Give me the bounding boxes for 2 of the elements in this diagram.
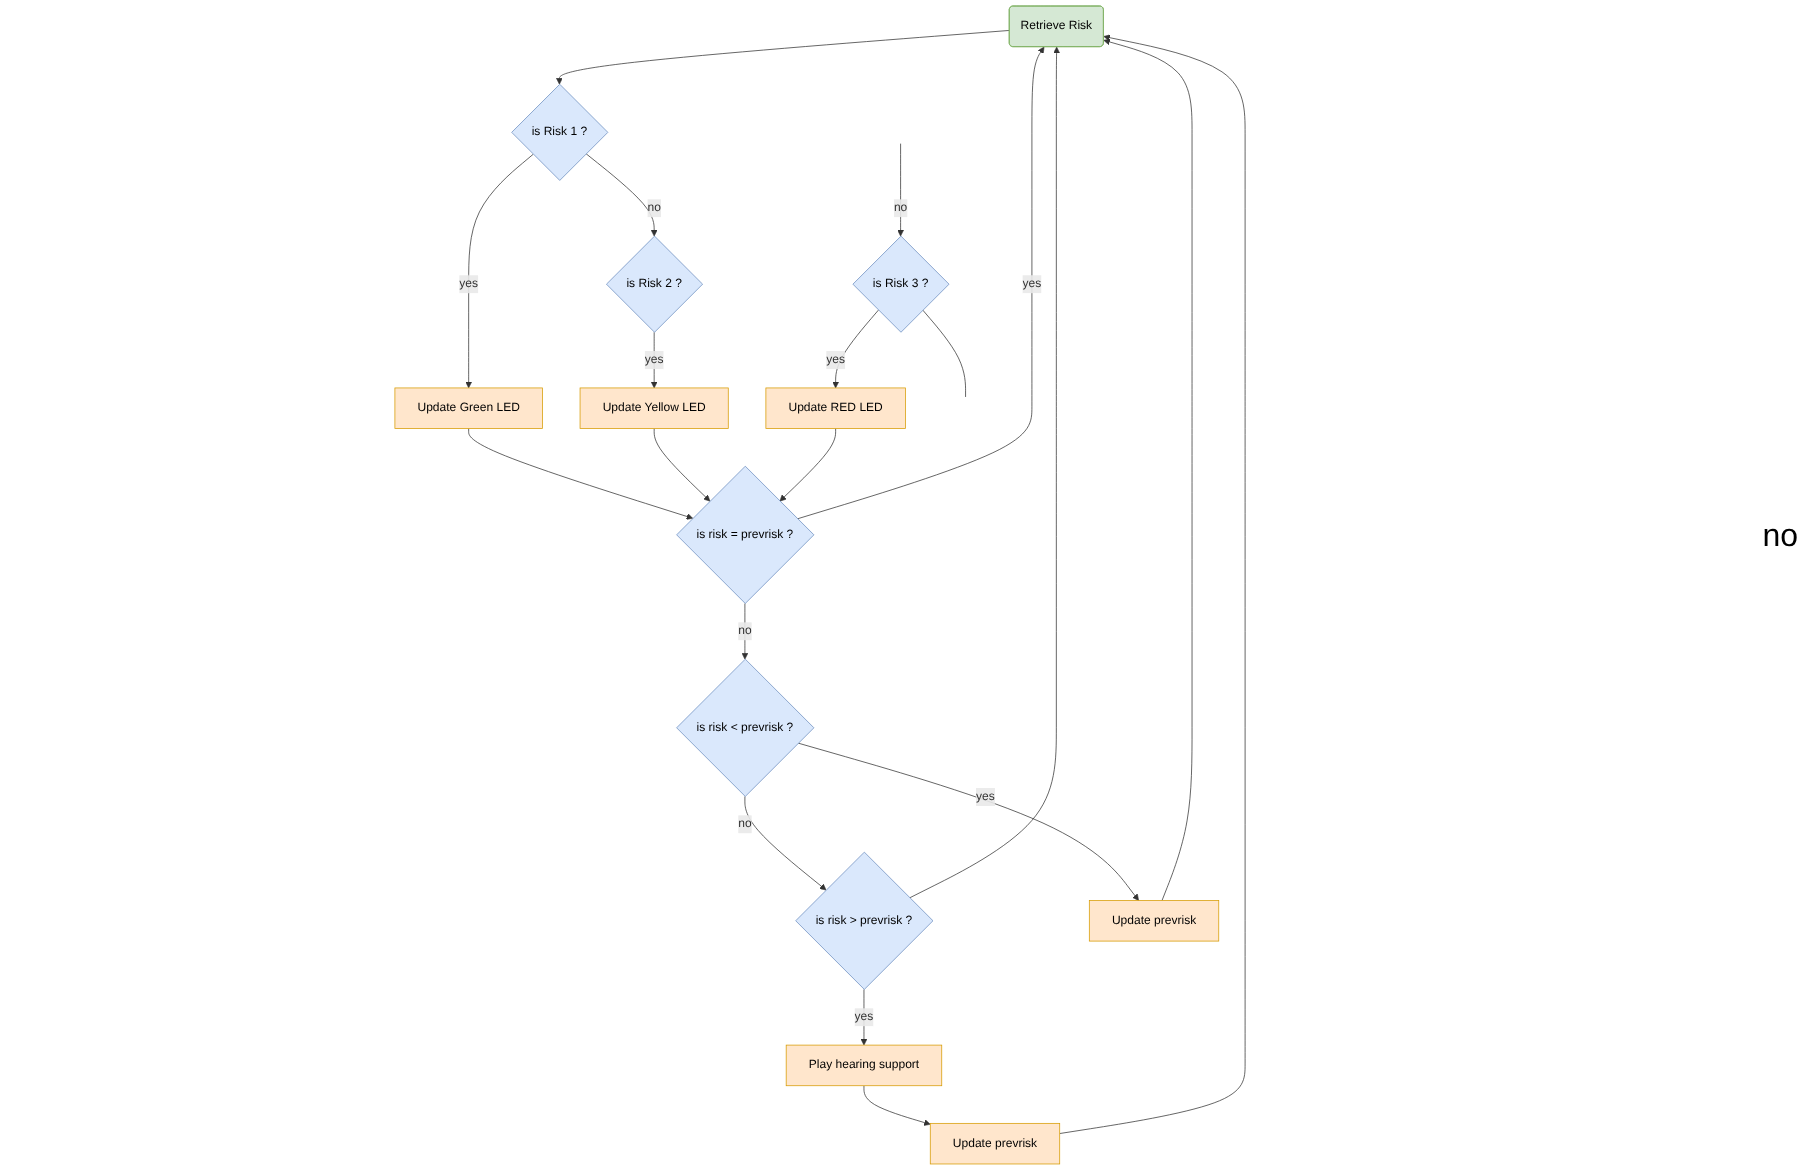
branch-label: no: [1762, 520, 1798, 556]
connector: [922, 309, 966, 398]
